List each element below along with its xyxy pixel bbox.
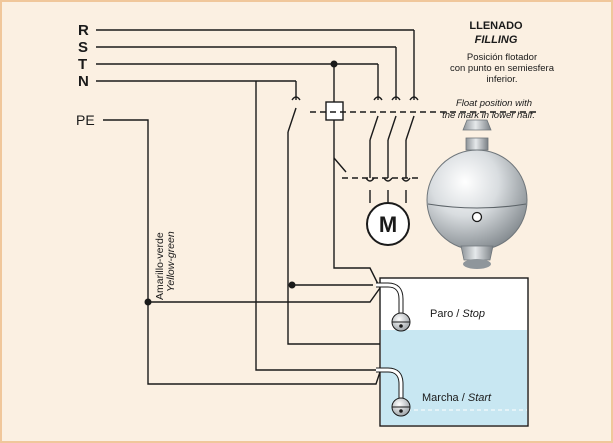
float-equator [427, 203, 527, 209]
contact-blade-s [387, 115, 397, 141]
contact-hook-s [391, 96, 401, 101]
bus-label-t: T [78, 56, 87, 73]
float-cables [376, 282, 404, 398]
aux-contact-blade [333, 157, 347, 173]
float-top-cap [462, 119, 492, 131]
contact-hooks [291, 96, 419, 182]
header-subtitle: FILLING [475, 34, 518, 46]
start-float-cable [376, 368, 403, 398]
bus-label-s: S [78, 39, 88, 56]
bus-label-pe: PE [76, 112, 95, 128]
contact-blade-t [369, 115, 379, 141]
thermal-hook-3 [401, 177, 411, 182]
control-line-t [333, 64, 379, 285]
contact-blade-r [405, 115, 415, 141]
bus-label-r: R [78, 22, 89, 39]
thermal-hook-1 [365, 177, 375, 182]
note-es-line-1: Posición flotador [467, 52, 537, 63]
pe-wire-label: Amarillo-verde Yellow-green [154, 231, 177, 300]
stop-float-cable [376, 283, 403, 313]
stop-float-mark [399, 324, 403, 328]
float-bottom-stem [460, 245, 494, 261]
note-en-line-1: Float position with [456, 98, 532, 109]
start-label: Marcha / Start [422, 392, 492, 404]
motor-label: M [379, 212, 397, 237]
neutral-contact-hook [291, 96, 301, 101]
start-label-en: Start [468, 392, 492, 404]
start-label-es: Marcha / [422, 392, 468, 404]
note-es-line-2: con punto en semiesfera [450, 63, 555, 74]
thermal-hook-2 [383, 177, 393, 182]
note-en-line-2: the mark in lower half. [442, 110, 535, 121]
stop-label: Paro / Stop [430, 308, 485, 320]
contact-hook-t [373, 96, 383, 101]
pe-wire-label-en: Yellow-green [165, 231, 177, 292]
start-float-mark [399, 409, 403, 413]
bus-label-n: N [78, 73, 89, 90]
relay-coil [325, 101, 344, 121]
motor-symbol [366, 202, 410, 246]
junctions [144, 60, 338, 306]
start-return-line [147, 302, 381, 385]
float-top-stem [465, 137, 489, 151]
start-signal-line [287, 132, 380, 345]
neutral-contact-blade [287, 107, 297, 133]
start-float [391, 397, 411, 417]
stop-label-es: Paro / [430, 308, 462, 320]
stop-float [391, 312, 411, 332]
start-common-line [255, 81, 380, 371]
header-title: LLENADO [469, 20, 523, 32]
wiring [96, 29, 536, 385]
float-ball-illustration [426, 119, 528, 269]
tank-border [379, 277, 529, 427]
float-mark [471, 211, 483, 223]
junction-stop [288, 281, 296, 289]
pe-line [103, 119, 149, 302]
stop-label-en: Stop [462, 308, 485, 320]
float-bottom-cap [463, 259, 491, 269]
stop-common-line [148, 287, 381, 303]
pe-wire-label-es: Amarillo-verde [154, 232, 166, 300]
float-sphere [426, 149, 528, 251]
contact-hook-r [409, 96, 419, 101]
note-es-line-3: inferior. [486, 74, 517, 85]
junction-t [330, 60, 338, 68]
junction-pe [144, 298, 152, 306]
